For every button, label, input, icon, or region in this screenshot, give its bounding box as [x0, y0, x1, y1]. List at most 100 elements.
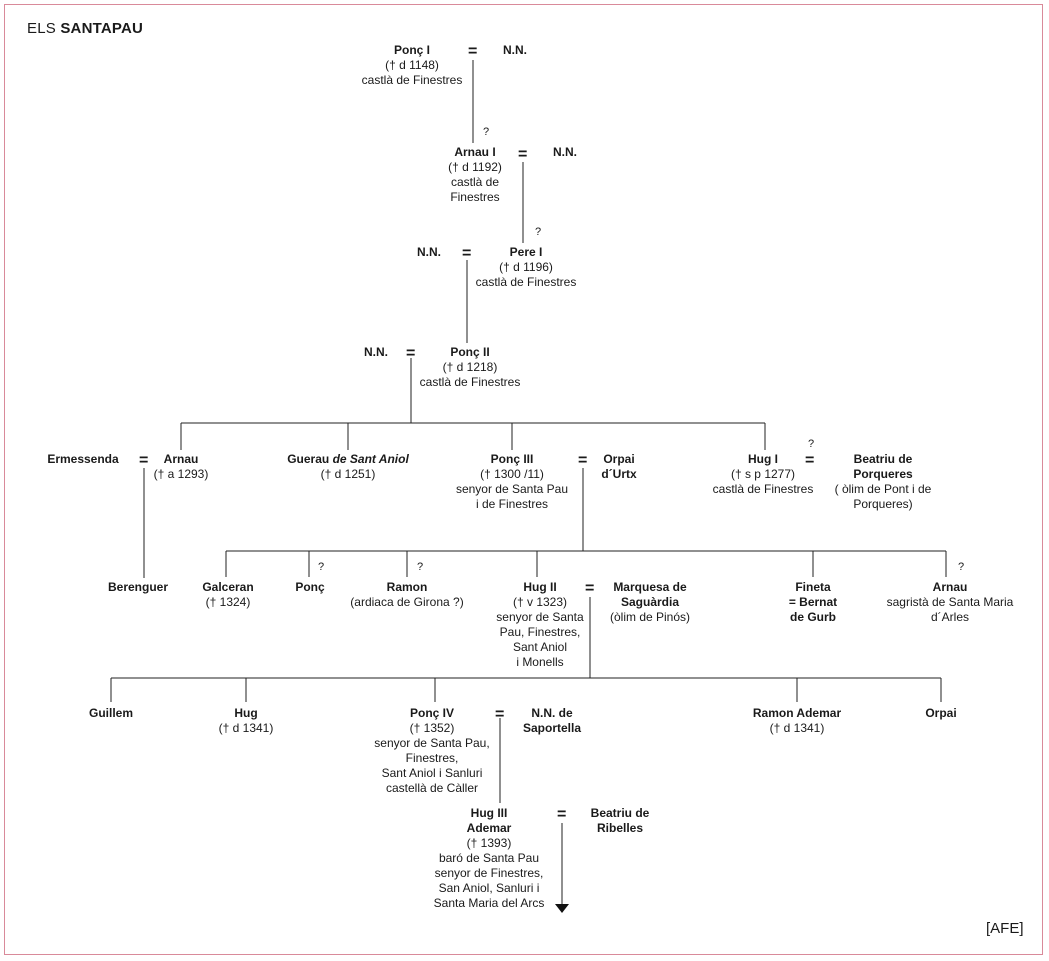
person-nn-gen3: N.N. — [409, 245, 449, 260]
person-detail: Porqueres) — [853, 497, 913, 511]
marriage-sign: = — [462, 245, 472, 262]
person-detail: († 1352) — [409, 721, 455, 735]
person-galceran: Galceran († 1324) — [193, 580, 263, 610]
title-prefix: ELS — [27, 20, 56, 37]
marriage-sign: = — [406, 345, 416, 362]
person-name: N.N. — [364, 345, 388, 359]
person-name: N.N. — [503, 43, 527, 57]
person-name: Arnau — [163, 452, 199, 466]
person-detail: castlà de Finestres — [361, 73, 463, 87]
person-name: N.N. de — [531, 706, 573, 720]
person-ramon-ademar: Ramon Ademar († d 1341) — [742, 706, 852, 736]
person-arnau-sagrista: Arnau sagristà de Santa Maria d´Arles — [876, 580, 1024, 625]
person-hug-ii: Hug II († v 1323) senyor de Santa Pau, F… — [496, 580, 584, 670]
source-credit: [AFE] — [986, 920, 1024, 937]
person-detail: sagristà de Santa Maria — [886, 595, 1014, 609]
person-detail: i Monells — [516, 655, 564, 669]
person-name: Pere I — [509, 245, 543, 259]
person-ponc-i: Ponç I († d 1148) castlà de Finestres — [352, 43, 472, 88]
person-detail: († d 1196) — [499, 260, 553, 274]
person-guillem: Guillem — [80, 706, 142, 721]
uncertain-mark: ? — [958, 561, 965, 573]
person-ponc-gen6: Ponç — [290, 580, 330, 595]
person-name: Ademar — [466, 821, 512, 835]
person-detail: († d 1251) — [320, 467, 376, 481]
uncertain-mark: ? — [318, 561, 325, 573]
person-name: Guerau — [287, 452, 330, 466]
marriage-sign: = — [495, 706, 505, 723]
person-detail: Finestres, — [405, 751, 459, 765]
person-detail: i de Finestres — [475, 497, 549, 511]
person-ermessenda: Ermessenda — [40, 452, 126, 467]
marriage-sign: = — [139, 452, 149, 469]
person-name: Ramon Ademar — [752, 706, 842, 720]
person-detail: (òlim de Pinós) — [609, 610, 691, 624]
person-marquesa-saguardia: Marquesa de Saguàrdia (òlim de Pinós) — [602, 580, 698, 625]
person-detail: baró de Santa Pau — [438, 851, 540, 865]
person-detail: d´Arles — [930, 610, 969, 624]
uncertain-mark: ? — [417, 561, 424, 573]
person-arnau-gen5: Arnau († a 1293) — [146, 452, 216, 482]
person-name: Hug II — [523, 580, 557, 594]
uncertain-mark: ? — [483, 126, 490, 138]
person-detail: († 1324) — [205, 595, 251, 609]
person-detail: († v 1323) — [512, 595, 568, 609]
person-detail: castellà de Càller — [385, 781, 479, 795]
person-name: Guillem — [88, 706, 133, 720]
person-name: Ponç — [295, 580, 325, 594]
person-arnau-i: Arnau I († d 1192) castlà de Finestres — [435, 145, 515, 205]
person-name: Fineta — [795, 580, 831, 594]
person-name: N.N. — [417, 245, 441, 259]
person-detail: († d 1218) — [442, 360, 498, 374]
person-detail: Finestres — [450, 190, 500, 204]
person-detail: († d 1192) — [448, 160, 502, 174]
person-detail: castlà de Finestres — [419, 375, 521, 389]
person-detail: Santa Maria del Arcs — [433, 896, 545, 910]
person-name: Orpai — [925, 706, 957, 720]
person-name: Marquesa de — [613, 580, 687, 594]
person-detail: castlà de — [450, 175, 500, 189]
person-fineta: Fineta = Bernat de Gurb — [778, 580, 848, 625]
page-frame — [4, 4, 1043, 955]
person-beatriu-porqueres: Beatriu de Porqueres ( òlim de Pont i de… — [820, 452, 946, 512]
person-name: Beatriu de — [590, 806, 650, 820]
marriage-sign: = — [557, 806, 567, 823]
person-detail: senyor de Santa Pau — [455, 482, 569, 496]
title-family: SANTAPAU — [60, 20, 144, 37]
person-name: Beatriu de — [853, 452, 913, 466]
person-nn-saportella: N.N. de Saportella — [514, 706, 590, 736]
person-name: Ribelles — [596, 821, 644, 835]
person-name: Ramon — [386, 580, 428, 594]
person-detail: (ardiaca de Girona ?) — [350, 595, 464, 609]
person-pere-i: Pere I († d 1196) castlà de Finestres — [466, 245, 586, 290]
person-name: Hug III — [470, 806, 508, 820]
person-name: Ponç III — [490, 452, 534, 466]
person-name: de Gurb — [789, 610, 836, 624]
person-detail: San Aniol, Sanluri i — [438, 881, 540, 895]
person-nn-gen2: N.N. — [545, 145, 585, 160]
person-name: Ponç II — [450, 345, 490, 359]
person-berenguer: Berenguer — [100, 580, 176, 595]
marriage-sign: = — [805, 452, 815, 469]
person-hug-gen7: Hug († d 1341) — [211, 706, 281, 736]
person-name: = Bernat — [788, 595, 838, 609]
person-detail: ( òlim de Pont i de — [834, 482, 932, 496]
person-name: N.N. — [553, 145, 577, 159]
person-detail: Sant Aniol — [512, 640, 568, 654]
person-ponc-iii: Ponç III († 1300 /11) senyor de Santa Pa… — [447, 452, 577, 512]
person-name: Saguàrdia — [620, 595, 680, 609]
person-name: Berenguer — [107, 580, 169, 594]
person-name: Orpai — [603, 452, 635, 466]
person-name: Ponç IV — [409, 706, 454, 720]
person-beatriu-ribelles: Beatriu de Ribelles — [580, 806, 660, 836]
person-name: Hug — [234, 706, 258, 720]
person-name: d´Urtx — [601, 467, 637, 481]
person-name: Saportella — [522, 721, 582, 735]
uncertain-mark: ? — [808, 438, 815, 450]
marriage-sign: = — [585, 580, 595, 597]
person-name-epithet: de Sant Aniol — [332, 452, 409, 466]
marriage-sign: = — [518, 146, 528, 163]
person-detail: († 1300 /11) — [480, 467, 544, 481]
marriage-sign: = — [578, 452, 588, 469]
